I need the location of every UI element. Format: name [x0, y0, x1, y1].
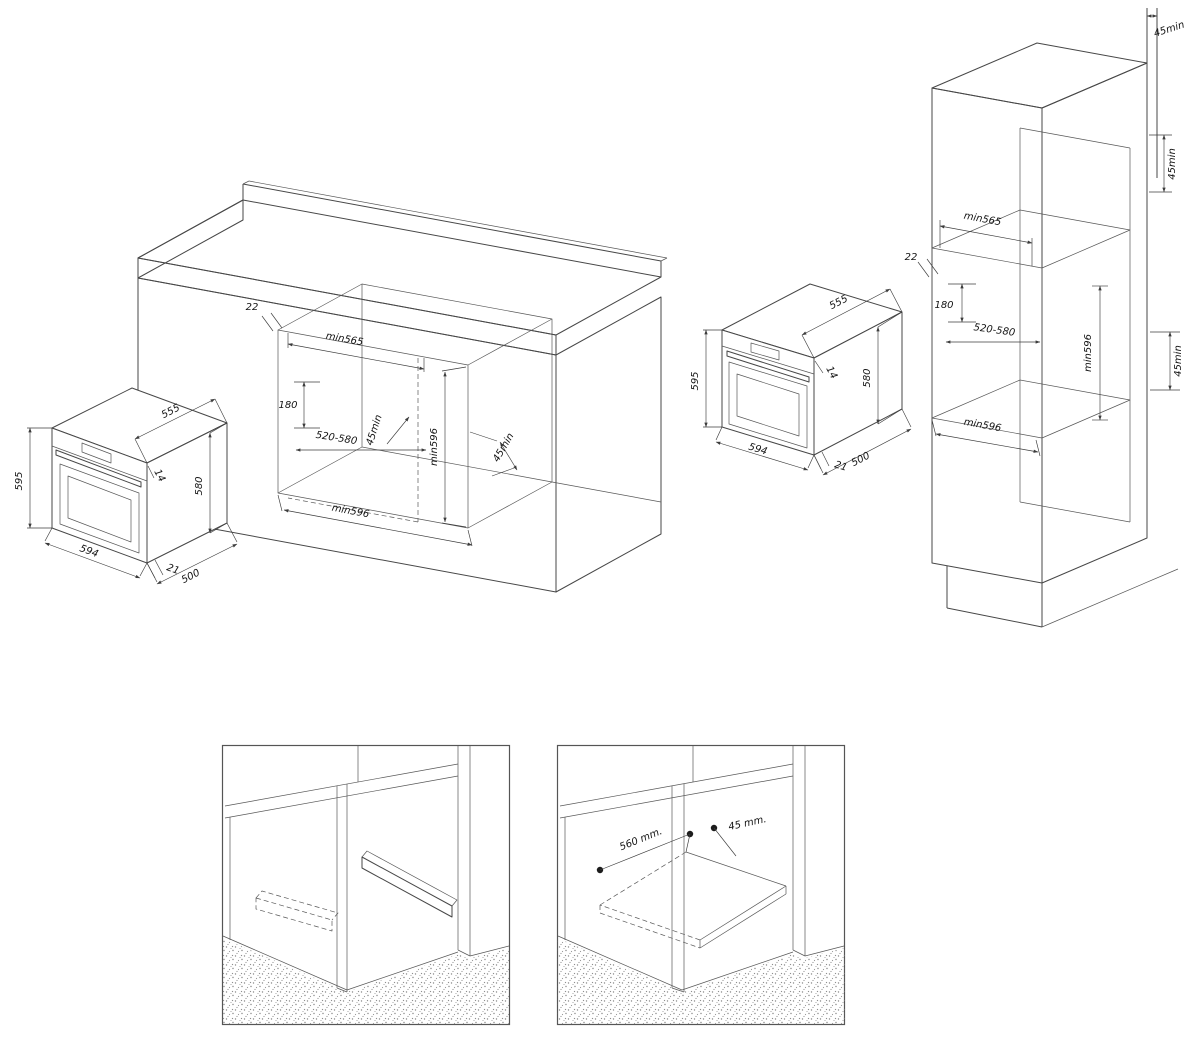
dim-tall-vent: 180 [934, 300, 953, 311]
oven-right-panel-line [721, 345, 815, 375]
oven-isometric-right: 595 555 14 580 594 21 [690, 283, 912, 476]
dim-oven-right-width: 594 [747, 442, 768, 458]
dim-base-panel-thickness: 22 [246, 302, 259, 313]
dim-tall-opening-width: min596 [963, 417, 1002, 435]
oven-left-display [81, 442, 112, 464]
dim-base-niche-width: min565 [325, 331, 364, 349]
oven-right-handle [726, 350, 810, 383]
oven-left-door-glass [67, 475, 132, 543]
dim-tall-depth-range: 520-580 [973, 322, 1016, 339]
dim-base-opening-width: min596 [331, 503, 370, 521]
shelf-dimensions: 560 mm. 45 mm. [596, 814, 767, 874]
oven-right-door-glass [736, 373, 800, 437]
oven-right-display [750, 342, 780, 361]
tall-cabinet-cutout: 45min 45min 22 min565 180 520-580 [905, 8, 1186, 628]
dim-oven-right-body-depth: 500 [850, 450, 872, 469]
dim-oven-right-height: 595 [690, 371, 701, 390]
tall-niche-interior [931, 127, 1131, 523]
dim-base-vent: 180 [278, 400, 297, 411]
oven-left-panel-line [51, 445, 148, 482]
dim-tall-lower-clearance: 45min [1173, 345, 1184, 377]
support-rail-hidden [255, 890, 339, 932]
dim-base-depth-range: 520-580 [315, 430, 358, 447]
floor-hatch-2 [557, 938, 845, 1025]
support-shelf [599, 851, 787, 949]
base-cabinet-dimensions: 22 min565 180 520-580 45min min596 [246, 302, 518, 547]
dim-base-clearance: 45min [365, 414, 385, 447]
countertop-top-face [137, 199, 662, 336]
niche-interior [277, 283, 662, 529]
tall-plinth [946, 566, 1179, 628]
cabinet-side-face [555, 296, 662, 593]
dim-rail-length: 560 mm. [618, 826, 664, 853]
dim-base-side-clearance: 45min [491, 431, 516, 464]
dim-oven-left-door-offset: 14 [151, 468, 167, 484]
dim-oven-left-height: 595 [14, 471, 25, 490]
countertop-end-face [137, 199, 244, 279]
dim-oven-left-overhang: 21 [165, 562, 181, 577]
dim-tall-panel-thickness: 22 [905, 252, 918, 263]
detail-rails-box [221, 744, 511, 1026]
detail-shelf-box: 560 mm. 45 mm. [556, 744, 846, 1026]
dim-tall-niche-width: min565 [963, 211, 1002, 229]
dim-oven-right-door-offset: 14 [823, 365, 839, 381]
dim-tall-top-clearance: 45min [1153, 20, 1186, 40]
tall-side-face [1041, 62, 1148, 584]
tall-front-face [931, 87, 1043, 584]
dim-oven-left-body-depth: 500 [180, 568, 202, 586]
dim-tall-niche-height: min596 [1083, 334, 1094, 372]
dim-rail-front-offset: 45 mm. [727, 814, 767, 833]
floor-hatch-1 [222, 938, 510, 1025]
base-cabinet-cutout: 22 min565 180 520-580 45min min596 [137, 180, 668, 593]
dim-oven-right-overhang: 21 [833, 459, 848, 473]
oven-isometric-left: 595 555 14 580 594 21 [14, 387, 238, 586]
dim-tall-upper-clearance: 45min [1167, 148, 1178, 180]
detail-box-1-cabinet [222, 746, 510, 1025]
tall-top-face [931, 42, 1148, 109]
dim-oven-right-body-height: 580 [862, 368, 873, 387]
support-rail-visible [361, 850, 458, 918]
oven-left-handle [55, 449, 142, 488]
dim-oven-left-body-height: 580 [194, 476, 205, 495]
dim-base-niche-height: min596 [429, 428, 440, 466]
tall-niche-opening [931, 247, 1043, 439]
detail-box-2-cabinet [557, 746, 845, 1025]
backsplash [242, 180, 668, 277]
dim-oven-left-width: 594 [78, 543, 100, 560]
